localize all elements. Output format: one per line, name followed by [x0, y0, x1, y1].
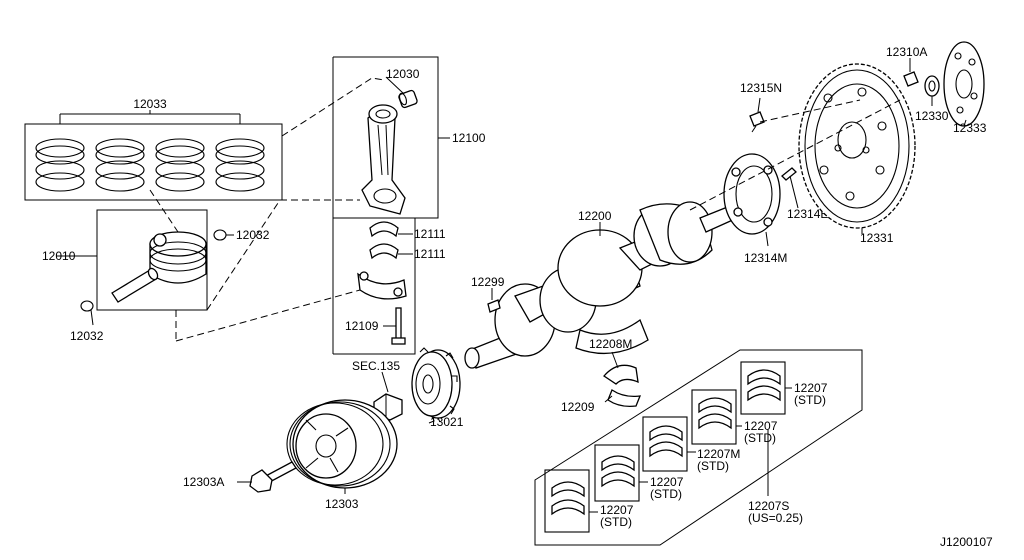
label-sec135: SEC.135	[352, 359, 400, 373]
label-bearing-1-sub: (STD)	[600, 515, 632, 529]
label-12200: 12200	[578, 209, 612, 223]
piston-group: 12010	[42, 209, 208, 311]
label-12310a: 12310A	[886, 45, 927, 59]
label-bearing-1-num: 12207	[600, 503, 634, 517]
piston-pin	[111, 267, 159, 303]
rod-bolt	[391, 307, 406, 345]
pulley-bolt: 12303A	[183, 461, 297, 493]
snap-ring-left: 12032	[70, 300, 104, 343]
label-12032-right: 12032	[236, 228, 270, 242]
rod-bearing-upper	[369, 221, 399, 260]
diagram-reference-code: J1200107	[940, 535, 993, 549]
label-12209: 12209	[561, 400, 595, 414]
label-12331: 12331	[860, 231, 894, 245]
label-12032-left: 12032	[70, 329, 104, 343]
label-bearing-2-num: 12207	[650, 475, 684, 489]
label-13021: 13021	[430, 415, 464, 429]
thrust-washer: 12208M 12209	[561, 337, 642, 414]
label-12314m: 12314M	[744, 251, 787, 265]
snap-ring-right: 12032	[213, 228, 270, 242]
connecting-rod-group: 12100 12030 12111 12111	[332, 56, 486, 355]
label-12299: 12299	[471, 275, 505, 289]
label-12111-top: 12111	[414, 227, 446, 241]
piston-rings-group: 12033	[24, 97, 283, 201]
flywheel-bolt: 12310A	[886, 45, 927, 87]
flywheel: 12331	[798, 63, 916, 245]
label-bearing-2-sub: (STD)	[650, 487, 682, 501]
main-bearings-box	[534, 349, 863, 546]
label-12207s: 12207S	[748, 499, 789, 513]
assembly-dashed-lines	[149, 77, 385, 342]
crank-sprocket: 13021	[411, 347, 464, 429]
piston-box	[96, 209, 208, 311]
rod-cap	[357, 271, 407, 300]
reinforcement-plate: 12333	[943, 41, 987, 135]
drive-plate-adapter: 12314M	[723, 153, 787, 265]
main-bearing-std-4: 12207 (STD)	[691, 389, 778, 445]
label-12315n: 12315N	[740, 81, 782, 95]
label-12314e: 12314E	[787, 207, 828, 221]
label-12109: 12109	[345, 319, 379, 333]
label-12333: 12333	[953, 121, 987, 135]
main-bearing-std-2: 12207 (STD)	[594, 444, 684, 502]
connecting-rod	[361, 104, 406, 215]
small-end-bushing	[398, 89, 418, 109]
crankshaft-key: 12299	[471, 275, 505, 313]
main-bearing-std-1: 12207 (STD)	[544, 469, 634, 533]
label-12030: 12030	[386, 67, 420, 81]
label-12207s-sub: (US=0.25)	[748, 511, 803, 525]
crankshaft	[464, 201, 747, 369]
label-12033: 12033	[133, 97, 167, 111]
piston-ring-set	[35, 138, 265, 192]
main-bearings-group: 12207 (STD) 12207 (STD) 12207M (STD) 122…	[534, 349, 863, 546]
main-bearing-std-5: 12207 (STD)	[740, 361, 828, 415]
label-12208m: 12208M	[589, 337, 632, 351]
label-bearing-3-num: 12207M	[697, 447, 740, 461]
label-bearing-4-sub: (STD)	[744, 431, 776, 445]
main-bearing-std-3: 12207M (STD)	[642, 416, 740, 473]
piston	[149, 231, 207, 284]
piston-rings-box	[24, 123, 283, 201]
label-12100: 12100	[452, 131, 486, 145]
crank-pulley: 12303	[286, 399, 398, 511]
flywheel-washer: 12330	[915, 75, 949, 123]
label-bearing-4-num: 12207	[744, 419, 778, 433]
label-12330: 12330	[915, 109, 949, 123]
pilot-bolt: 12315N	[740, 81, 782, 133]
label-12303a: 12303A	[183, 475, 224, 489]
label-12303: 12303	[325, 497, 359, 511]
label-bearing-5-sub: (STD)	[794, 393, 826, 407]
dowel-pin: 12314E	[781, 167, 828, 221]
label-bearing-5-num: 12207	[794, 381, 828, 395]
label-bearing-3-sub: (STD)	[697, 459, 729, 473]
label-12010: 12010	[42, 249, 76, 263]
label-12111-bottom: 12111	[414, 247, 446, 261]
